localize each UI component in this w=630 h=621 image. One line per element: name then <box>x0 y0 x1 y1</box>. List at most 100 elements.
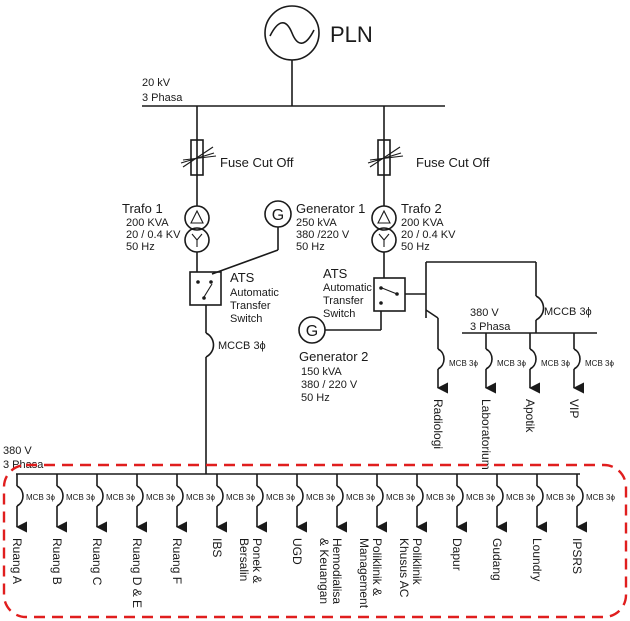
mcb-breaker-icon <box>536 485 544 507</box>
ats2-line3: Switch <box>323 308 355 320</box>
fuse2-label: Fuse Cut Off <box>416 155 490 170</box>
mcb-label: MCB 3ϕ <box>426 493 455 502</box>
mcb-label: MCB 3ϕ <box>66 493 95 502</box>
load-label: Radiologi <box>431 399 445 449</box>
gen1-voltage: 380 /220 V <box>296 229 350 241</box>
trafo1-ratio: 20 / 0.4 KV <box>126 229 181 241</box>
right-feeder: MCB 3ϕ Laboratorium <box>479 333 526 470</box>
ats1-line2: Transfer <box>230 300 271 312</box>
pln-source-icon <box>264 5 320 61</box>
gen2-symbol: G <box>306 323 318 340</box>
mccb-breaker-icon <box>535 295 545 321</box>
load-label: & Keuangan <box>317 538 331 604</box>
mcb-label: MCB 3ϕ <box>466 493 495 502</box>
gen2-power: 150 kVA <box>301 366 342 378</box>
trafo2-name: Trafo 2 <box>401 201 442 216</box>
mcb-label: MCB 3ϕ <box>26 493 55 502</box>
fuse1-label: Fuse Cut Off <box>220 155 294 170</box>
low-bus-phase: 3 Phasa <box>3 459 44 471</box>
gen2-name: Generator 2 <box>299 349 368 364</box>
load-label: Ruang B <box>50 538 64 585</box>
trafo1-freq: 50 Hz <box>126 241 155 253</box>
ats-switch-icon <box>189 271 222 306</box>
mcb-label: MCB 3ϕ <box>497 359 526 368</box>
mcb-breaker-icon <box>56 485 64 507</box>
mcb-breaker-icon <box>576 485 584 507</box>
mcb-breaker-icon <box>216 485 224 507</box>
load-label: Laboratorium <box>479 399 493 470</box>
load-label: Ruang C <box>90 538 104 586</box>
bottom-feeder: MCB 3ϕ Ruang A <box>10 474 55 584</box>
mcb-label: MCB 3ϕ <box>386 493 415 502</box>
mcb-breaker-icon <box>176 485 184 507</box>
gen1-name: Generator 1 <box>296 201 365 216</box>
mcb-breaker-icon <box>16 485 24 507</box>
sub-bus-voltage: 380 V <box>470 307 499 319</box>
mcb-label: MCB 3ϕ <box>546 493 575 502</box>
trafo1-name: Trafo 1 <box>122 201 163 216</box>
load-label: Khusus AC <box>397 538 411 598</box>
ats1-line3: Switch <box>230 313 262 325</box>
mcb-breaker-icon <box>416 485 424 507</box>
ats1-name: ATS <box>230 270 255 285</box>
mcb-breaker-icon <box>485 348 493 370</box>
mcb-breaker-icon <box>573 348 581 370</box>
right-feeder: MCB 3ϕ Radiologi <box>431 346 478 449</box>
trafo2-freq: 50 Hz <box>401 241 430 253</box>
load-label: Dapur <box>450 538 464 571</box>
bottom-feeder: MCB 3ϕ Hemodialisa& Keuangan <box>317 474 375 604</box>
mcb-breaker-icon <box>529 348 537 370</box>
gen1-power: 250 kVA <box>296 217 337 229</box>
load-label: Poliklinik <box>410 538 424 586</box>
mcb-breaker-icon <box>136 485 144 507</box>
ats2-name: ATS <box>323 266 348 281</box>
load-label: IPSRS <box>570 538 584 574</box>
gen1-freq: 50 Hz <box>296 241 325 253</box>
right-feeder: MCB 3ϕ VIP <box>567 333 614 418</box>
load-label: Loundry <box>530 538 544 581</box>
load-label: Management <box>357 538 371 609</box>
bottom-feeder: MCB 3ϕ Loundry <box>530 474 575 581</box>
bottom-feeder: MCB 3ϕ Dapur <box>450 474 495 571</box>
gen1-symbol: G <box>272 207 284 224</box>
mcb-label: MCB 3ϕ <box>541 359 570 368</box>
gen2-freq: 50 Hz <box>301 392 330 404</box>
load-label: Hemodialisa <box>330 538 344 604</box>
main-bus-phase: 3 Phasa <box>142 92 183 104</box>
bottom-feeder: MCB 3ϕ UGD <box>290 474 335 565</box>
mcb-breaker-icon <box>256 485 264 507</box>
main-bus-voltage: 20 kV <box>142 77 171 89</box>
load-label: Ponek & <box>250 538 264 583</box>
load-label: UGD <box>290 538 304 565</box>
mcb-breaker-icon <box>376 485 384 507</box>
load-label: VIP <box>567 399 581 418</box>
fuse-cut-off-icon <box>180 139 217 176</box>
mcb-label: MCB 3ϕ <box>306 493 335 502</box>
trafo1-power: 200 KVA <box>126 217 169 229</box>
load-label: Ruang A <box>10 538 24 584</box>
distribution-panel-boundary <box>2 463 628 619</box>
mcb-label: MCB 3ϕ <box>449 359 478 368</box>
load-label: IBS <box>210 538 224 557</box>
mcb-breaker-icon <box>496 485 504 507</box>
mcb-label: MCB 3ϕ <box>346 493 375 502</box>
load-label: Ruang D & E <box>130 538 144 608</box>
mcb-label: MCB 3ϕ <box>226 493 255 502</box>
mcb-label: MCB 3ϕ <box>266 493 295 502</box>
mccb-right-label: MCCB 3ϕ <box>544 306 592 318</box>
trafo2-power: 200 KVA <box>401 217 444 229</box>
bottom-feeder: MCB 3ϕ Ruang B <box>50 474 95 585</box>
transformer-icon <box>371 205 397 253</box>
ats1-line1: Automatic <box>230 287 279 299</box>
mcb-label: MCB 3ϕ <box>585 359 614 368</box>
gen2-voltage: 380 / 220 V <box>301 379 358 391</box>
load-label: Ruang F <box>170 538 184 584</box>
mcb-breaker-icon <box>296 485 304 507</box>
